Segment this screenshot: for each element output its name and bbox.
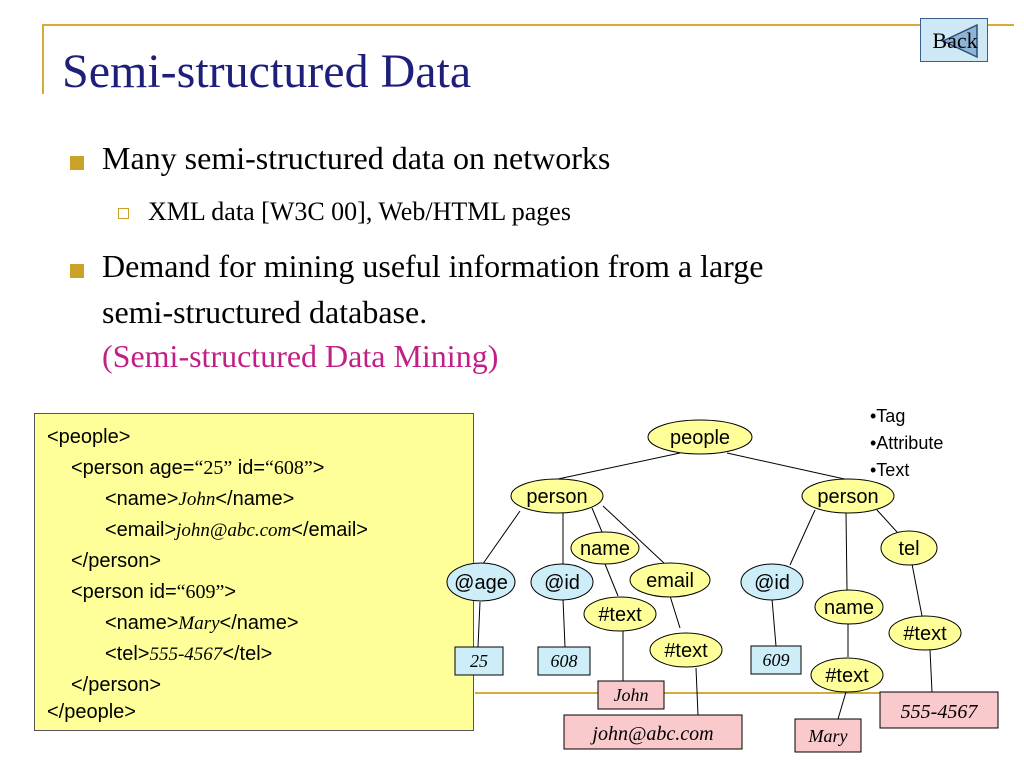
xml-line: <person id=“609”>	[71, 581, 237, 603]
back-arrow-icon	[941, 23, 978, 59]
value-box-age: 25	[454, 646, 504, 676]
frame-left-rule	[42, 24, 44, 94]
tree-node-id-attribute: @id	[740, 563, 804, 601]
tree-node-name: name	[570, 531, 640, 565]
sub-bullet-xml-data: XML data [W3C 00], Web/HTML pages	[148, 197, 571, 226]
tree-node-text: #text	[649, 632, 723, 668]
bullet-square-icon	[70, 264, 84, 278]
tree-node-email: email	[629, 562, 711, 598]
legend-tag: •Tag	[870, 406, 906, 426]
xml-line: <tel>555-4567</tel>	[105, 643, 273, 665]
svg-text:tel: tel	[898, 538, 919, 560]
tree-node-id-attribute: @id	[530, 563, 594, 601]
xml-code-box: <people> <person age=“25” id=“608”> <nam…	[34, 413, 474, 731]
value-box-id: 608	[537, 646, 591, 676]
svg-text:555-4567: 555-4567	[901, 701, 979, 723]
svg-text:people: people	[670, 427, 730, 449]
svg-text:person: person	[526, 486, 587, 508]
svg-text:@id: @id	[754, 572, 790, 594]
tree-node-name: name	[814, 589, 884, 625]
svg-text:person: person	[817, 486, 878, 508]
svg-text:#text: #text	[903, 623, 947, 645]
svg-text:@id: @id	[544, 572, 580, 594]
svg-text:Mary: Mary	[808, 726, 848, 746]
legend-text: •Text	[870, 460, 910, 480]
slide-title: Semi-structured Data	[62, 45, 472, 98]
svg-text:John: John	[614, 685, 649, 705]
tree-node-person: person	[510, 478, 604, 514]
svg-text:#text: #text	[825, 665, 869, 687]
value-box-mary: Mary	[794, 718, 862, 753]
xml-line: <name>Mary</name>	[105, 612, 299, 634]
tree-node-people: people	[647, 419, 753, 455]
tree-node-person: person	[801, 478, 895, 514]
value-box-tel: 555-4567	[879, 691, 999, 729]
tree-node-text: #text	[810, 657, 884, 693]
xml-line: </person>	[71, 550, 162, 572]
svg-text:608: 608	[551, 651, 578, 671]
legend-attribute: •Attribute	[870, 433, 944, 453]
frame-top-rule	[42, 24, 1014, 26]
tree-node-tel: tel	[880, 530, 938, 566]
xml-line: <email>john@abc.com</email>	[105, 519, 368, 541]
svg-text:email: email	[646, 570, 694, 592]
value-box-email: john@abc.com	[563, 714, 743, 750]
svg-text:name: name	[580, 538, 630, 560]
tree-node-text: #text	[583, 596, 657, 632]
back-button[interactable]: Back	[920, 18, 988, 62]
xml-line: </person>	[71, 674, 162, 696]
xml-line: <people>	[47, 426, 131, 448]
tree-edges	[477, 452, 933, 720]
xml-line: <name>John</name>	[105, 488, 295, 510]
svg-text:25: 25	[470, 651, 488, 671]
bullet-square-icon	[70, 156, 84, 170]
svg-text:#text: #text	[664, 640, 708, 662]
xml-line: </people>	[47, 701, 136, 723]
value-box-john: John	[597, 680, 665, 710]
frame-bottom-rule	[475, 692, 975, 694]
svg-text:@age: @age	[454, 572, 508, 594]
svg-text:#text: #text	[598, 604, 642, 626]
svg-text:name: name	[824, 597, 874, 619]
svg-text:609: 609	[763, 650, 790, 670]
value-box-id: 609	[750, 645, 802, 675]
tree-node-text: #text	[888, 615, 962, 651]
tree-node-age-attribute: @age	[446, 562, 516, 602]
xml-line: <person age=“25” id=“608”>	[71, 457, 325, 479]
bullet-demand-line1: Demand for mining useful information fro…	[102, 248, 764, 284]
sub-bullet-hollow-square-icon	[118, 208, 129, 219]
bullet-networks: Many semi-structured data on networks	[102, 140, 611, 176]
svg-text:john@abc.com: john@abc.com	[589, 723, 713, 745]
bullet-demand-line2: semi-structured database.	[102, 294, 428, 330]
back-button-label: Back	[932, 28, 978, 53]
bullet-demand-highlight: (Semi-structured Data Mining)	[102, 338, 499, 374]
